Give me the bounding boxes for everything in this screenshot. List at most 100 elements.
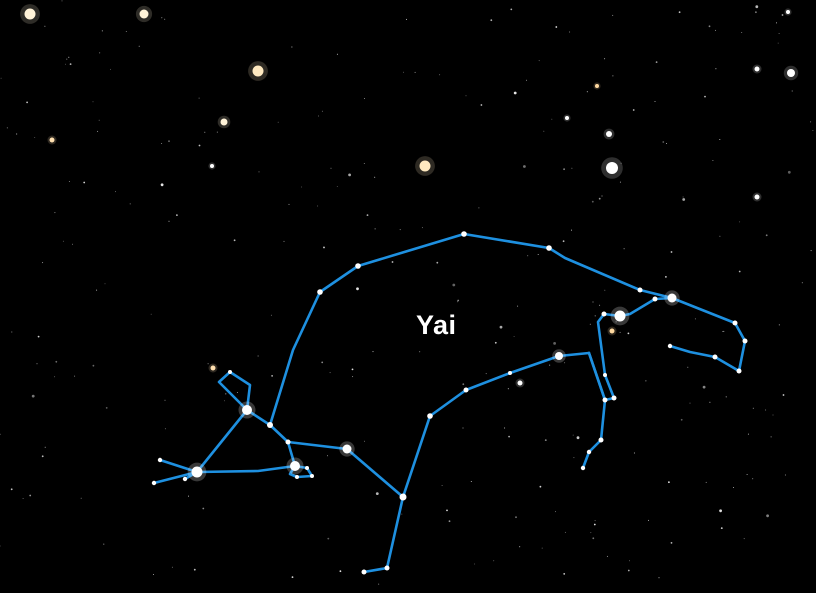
bright-star (419, 160, 431, 172)
background-star (494, 341, 497, 344)
background-star (781, 14, 784, 16)
background-star (604, 58, 606, 60)
background-star (704, 95, 706, 98)
background-star (662, 141, 665, 143)
constellation-label: Yai (416, 310, 457, 340)
background-star (6, 127, 8, 129)
background-star (665, 276, 667, 278)
background-star (92, 101, 94, 103)
background-star (10, 488, 13, 491)
background-star (682, 196, 684, 198)
background-star (11, 331, 13, 333)
background-star (363, 163, 365, 164)
background-star (743, 538, 745, 540)
bright-star (606, 162, 618, 174)
background-star (31, 394, 35, 398)
background-star (722, 331, 724, 332)
constellation-star (228, 370, 232, 374)
background-star (291, 576, 294, 578)
constellation-star (732, 320, 738, 326)
background-star (403, 71, 404, 73)
background-star (188, 495, 189, 497)
background-star (54, 212, 56, 214)
background-star (670, 542, 673, 544)
background-star (198, 97, 200, 99)
background-star (569, 31, 571, 33)
background-star (69, 63, 72, 65)
background-star (288, 203, 290, 205)
constellation-star (611, 395, 617, 401)
constellation-line (401, 351, 591, 499)
constellation-star (295, 475, 299, 479)
background-star (592, 537, 595, 540)
background-star (782, 394, 785, 396)
background-star (504, 427, 506, 429)
background-star (225, 393, 227, 395)
background-star (526, 79, 527, 81)
background-star (110, 68, 111, 70)
background-star (29, 494, 32, 497)
constellation-star (598, 437, 604, 443)
background-star (103, 543, 105, 545)
background-star (270, 314, 272, 316)
background-star (601, 195, 603, 197)
background-star (712, 160, 714, 161)
background-star (150, 313, 152, 315)
background-star (766, 514, 769, 518)
bright-star (517, 380, 523, 386)
background-star (364, 98, 365, 99)
constellation-star (712, 354, 718, 360)
background-star (573, 457, 575, 459)
background-star (599, 304, 601, 306)
background-star (330, 167, 332, 169)
constellation-star (463, 387, 469, 393)
constellation-line (288, 464, 314, 479)
constellation-star (399, 493, 407, 501)
background-star (66, 58, 68, 60)
bright-star (787, 69, 795, 77)
background-star (419, 351, 421, 353)
background-star (702, 385, 706, 389)
background-star (627, 332, 630, 335)
background-star (336, 186, 338, 187)
background-star (604, 289, 606, 291)
background-star (544, 439, 547, 441)
background-star (202, 507, 205, 510)
background-star (277, 121, 279, 123)
background-star (171, 566, 173, 568)
background-star (55, 360, 58, 363)
constellation-star (182, 476, 188, 482)
background-star (648, 519, 649, 521)
bright-star (252, 65, 264, 77)
constellation-star (461, 231, 467, 237)
background-star (375, 492, 379, 495)
background-star (216, 131, 218, 133)
constellation-star (342, 444, 352, 454)
bright-star (139, 9, 149, 19)
background-star (555, 26, 558, 28)
background-star (474, 563, 476, 565)
background-star (606, 555, 608, 557)
background-star (207, 363, 209, 365)
background-star (715, 68, 717, 70)
constellation-line (587, 351, 607, 402)
background-star (378, 583, 380, 585)
background-star (515, 516, 517, 519)
background-star (527, 255, 529, 257)
background-star (752, 478, 754, 480)
background-star (590, 532, 592, 534)
background-star (523, 165, 526, 168)
background-star (632, 109, 635, 111)
background-star (777, 42, 779, 44)
background-star (708, 25, 711, 28)
bright-star (210, 365, 216, 371)
background-star (129, 203, 131, 205)
background-star (772, 414, 774, 416)
background-star (812, 130, 814, 131)
background-star (564, 362, 566, 364)
background-star (36, 363, 38, 365)
background-star (594, 315, 596, 317)
background-star (74, 375, 76, 377)
background-star (784, 474, 786, 476)
background-star (26, 101, 28, 104)
